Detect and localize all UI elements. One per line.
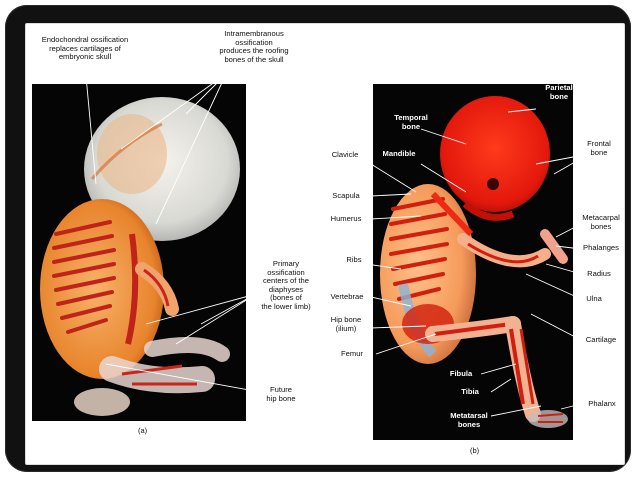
embryo-illustration-a bbox=[40, 97, 240, 416]
label-intramembranous-ossification: Intramembranous ossification produces th… bbox=[219, 29, 289, 64]
label-frontal-bone: Frontal bone bbox=[587, 139, 611, 157]
label-humerus: Humerus bbox=[330, 214, 362, 223]
label-femur: Femur bbox=[341, 349, 363, 358]
label-phalanges: Phalanges bbox=[583, 243, 619, 252]
label-endochondral-ossification: Endochondral ossification replaces carti… bbox=[41, 35, 129, 62]
label-radius: Radius bbox=[587, 269, 611, 278]
label-parietal-bone: Parietal bone bbox=[545, 83, 573, 101]
label-metatarsal-bones: Metatarsal bones bbox=[450, 411, 488, 429]
leader-lines bbox=[85, 73, 590, 417]
caption-b: (b) bbox=[470, 446, 480, 455]
label-metacarpal-bones: Metacarpal bones bbox=[582, 213, 620, 231]
label-future-hip-bone: Future hip bone bbox=[266, 385, 296, 403]
label-phalanx: Phalanx bbox=[588, 399, 616, 408]
label-cartilage: Cartilage bbox=[585, 335, 617, 344]
label-clavicle: Clavicle bbox=[331, 150, 359, 159]
label-vertebrae: Vertebrae bbox=[330, 292, 364, 301]
label-ribs: Ribs bbox=[346, 255, 362, 264]
embryo-photo-b bbox=[373, 84, 573, 440]
label-hip-bone-ilium: Hip bone (ilium) bbox=[330, 315, 362, 333]
label-temporal-bone: Temporal bone bbox=[394, 113, 428, 131]
slide: Endochondral ossification replaces carti… bbox=[25, 23, 625, 465]
label-mandible: Mandible bbox=[382, 149, 416, 158]
label-tibia: Tibia bbox=[461, 387, 479, 396]
caption-a: (a) bbox=[138, 426, 148, 435]
label-scapula: Scapula bbox=[332, 191, 360, 200]
embryo-illustration-b bbox=[380, 96, 568, 428]
label-ulna: Ulna bbox=[586, 294, 602, 303]
slide-frame: Endochondral ossification replaces carti… bbox=[5, 5, 631, 472]
label-primary-ossification-centers: Primary ossification centers of the diap… bbox=[261, 259, 311, 311]
embryo-photo-a bbox=[32, 84, 246, 421]
label-fibula: Fibula bbox=[449, 369, 473, 378]
